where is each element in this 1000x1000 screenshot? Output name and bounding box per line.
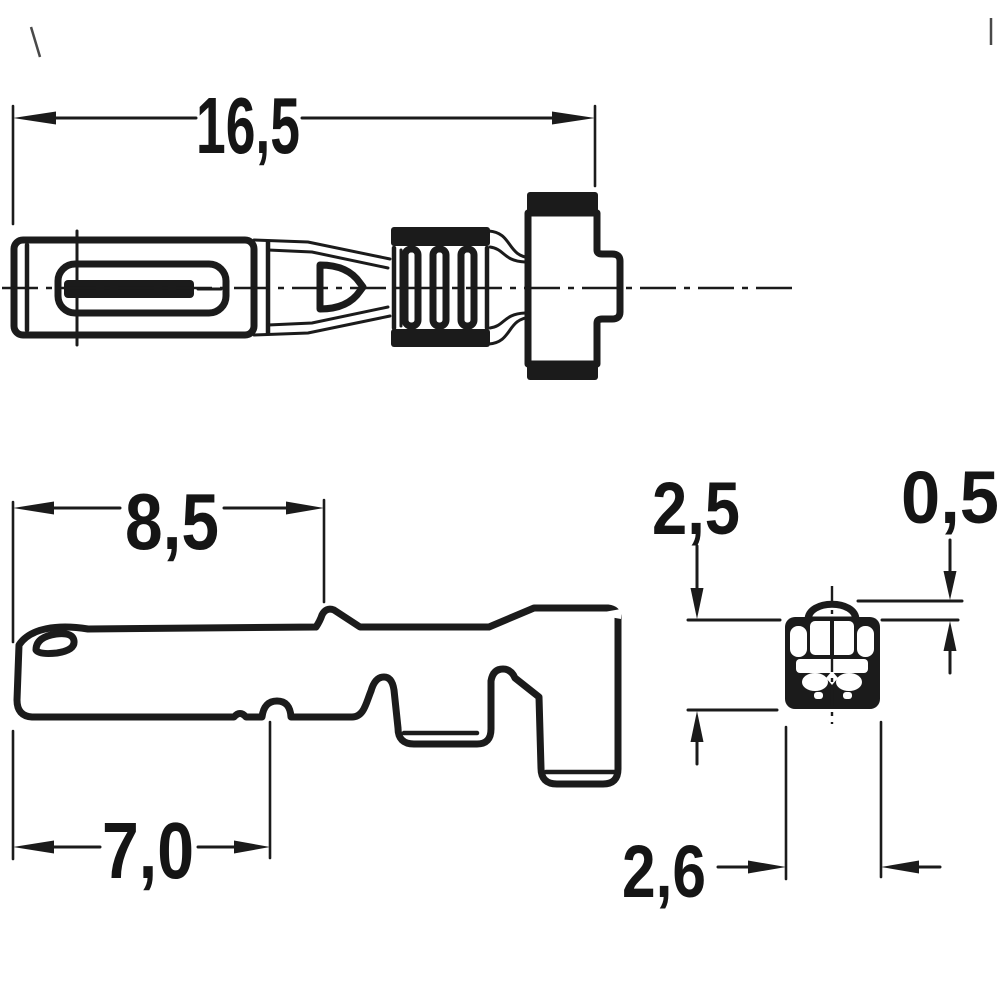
barrel-bottom-band	[391, 329, 490, 347]
flare-bottom-outer	[252, 314, 392, 337]
ear-top-inner	[488, 245, 527, 264]
dim-label-overall-length: 16,5	[196, 81, 300, 170]
right-ear-cutout	[857, 626, 874, 657]
dim-label-tab-distance: 8,5	[125, 477, 219, 566]
arrowhead-left	[13, 111, 56, 125]
scan-artifacts	[29, 18, 993, 58]
bottom-dot-right	[843, 692, 852, 699]
dim-label-dome-protrusion: 0,5	[901, 456, 999, 539]
arrowhead-right	[552, 111, 595, 125]
arrowhead-up	[943, 621, 957, 651]
flare-top-outer	[252, 238, 392, 261]
wire-strand-cutout-left	[802, 673, 828, 691]
arrowhead-pointing-right	[748, 860, 786, 874]
flap-notch-slit	[601, 609, 621, 619]
insulation-crimp-top-cap	[527, 192, 598, 214]
insulation-crimp-bottom-cap	[527, 363, 598, 380]
dimension-8-5: 8,5	[11, 477, 326, 644]
dimension-7-0: 7,0	[11, 720, 272, 895]
curl-leaf-detail	[32, 630, 78, 658]
left-ear-cutout	[790, 626, 807, 657]
arrowhead-left	[13, 501, 54, 515]
ear-bottom-inner	[488, 311, 527, 330]
arrowhead-down	[943, 571, 957, 600]
top-view	[2, 192, 800, 380]
flare-top-inner	[266, 248, 390, 270]
dim-label-height: 2,5	[652, 467, 740, 550]
barrel-top-band	[391, 227, 490, 246]
flare-bottom-inner	[266, 305, 390, 327]
arrowhead-pointing-left	[881, 860, 919, 874]
dimension-0-5: 0,5	[856, 456, 999, 675]
end-view	[785, 586, 880, 724]
arrowhead-up	[690, 711, 704, 742]
arrowhead-down	[690, 588, 704, 619]
arrowhead-right	[234, 840, 270, 854]
dimension-2-5: 2,5	[652, 467, 782, 766]
side-view	[13, 604, 622, 788]
dimension-2-6: 2,6	[622, 720, 942, 913]
wire-strand-cutout-right	[836, 673, 862, 691]
dim-label-lance-distance: 7,0	[102, 806, 194, 895]
bottom-dot-left	[814, 692, 823, 699]
side-profile-outline	[13, 604, 622, 788]
arrowhead-left	[13, 840, 54, 854]
dimension-16-5: 16,5	[11, 81, 597, 226]
arrowhead-right	[286, 501, 324, 515]
dim-label-width: 2,6	[622, 830, 706, 913]
